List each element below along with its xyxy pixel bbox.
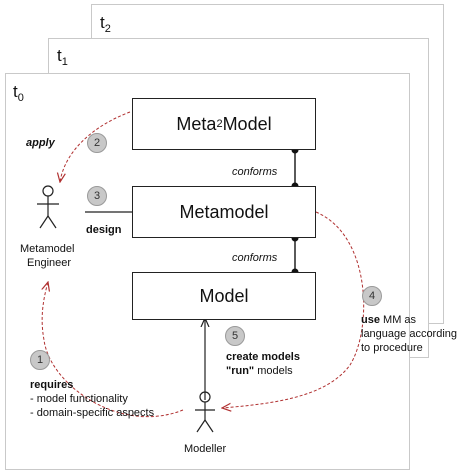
requires-label-line3: - domain-specific aspects bbox=[30, 407, 155, 419]
step-4-badge: 4 bbox=[362, 286, 382, 306]
metamodel-engineer-label-line1: Metamodel bbox=[20, 243, 75, 255]
conforms-link-upper bbox=[291, 146, 299, 190]
use-mm-label-rest: MM as bbox=[379, 314, 417, 326]
apply-arrow bbox=[60, 111, 131, 182]
step-1-badge: 1 bbox=[30, 350, 50, 370]
requires-label: requires - model functionality - domain-… bbox=[30, 378, 154, 420]
requires-label-line2: - model functionality bbox=[30, 393, 128, 405]
conforms-link-lower bbox=[291, 234, 299, 276]
use-mm-label-lead: use bbox=[361, 314, 380, 326]
model-label: Model bbox=[199, 285, 249, 306]
create-models-label-line1: create models bbox=[226, 351, 300, 363]
meta2model-label-suffix: Model bbox=[222, 113, 272, 134]
design-label: design bbox=[86, 224, 122, 236]
model-box: Model bbox=[132, 272, 316, 320]
metamodel-label: Metamodel bbox=[179, 201, 269, 222]
meta2model-label-superscript: 2 bbox=[216, 118, 223, 130]
use-mm-label: use MM as language according to procedur… bbox=[361, 313, 457, 355]
requires-arrow bbox=[42, 282, 184, 418]
use-mm-label-line2: language according bbox=[361, 328, 458, 340]
step-2-badge: 2 bbox=[87, 133, 107, 153]
step-3-badge: 3 bbox=[87, 186, 107, 206]
metamodel-engineer-label-line2: Engineer bbox=[27, 257, 72, 269]
frame-t0-label: t0 bbox=[13, 82, 24, 104]
metamodel-engineer-stick-figure bbox=[37, 185, 59, 229]
use-mm-arrow bbox=[222, 211, 365, 408]
create-models-label: create models "run" models bbox=[226, 350, 300, 378]
modeller-label: Modeller bbox=[184, 443, 227, 455]
use-mm-label-line3: to procedure bbox=[361, 342, 423, 354]
frame-t1-label: t1 bbox=[57, 46, 68, 68]
apply-label: apply bbox=[26, 137, 55, 149]
metamodel-engineer-label: Metamodel Engineer bbox=[20, 242, 74, 270]
metamodel-box: Metamodel bbox=[132, 186, 316, 238]
frame-t2-label: t2 bbox=[100, 13, 111, 35]
requires-label-title: requires bbox=[30, 379, 74, 391]
conforms-label-lower: conforms bbox=[232, 252, 278, 264]
create-models-label-rest: models bbox=[254, 365, 293, 377]
meta2model-label-prefix: Meta bbox=[176, 113, 217, 134]
create-models-label-quote: "run" bbox=[226, 365, 255, 377]
step-5-badge: 5 bbox=[225, 326, 245, 346]
modeller-stick-figure bbox=[195, 391, 215, 433]
conforms-label-upper: conforms bbox=[232, 166, 278, 178]
